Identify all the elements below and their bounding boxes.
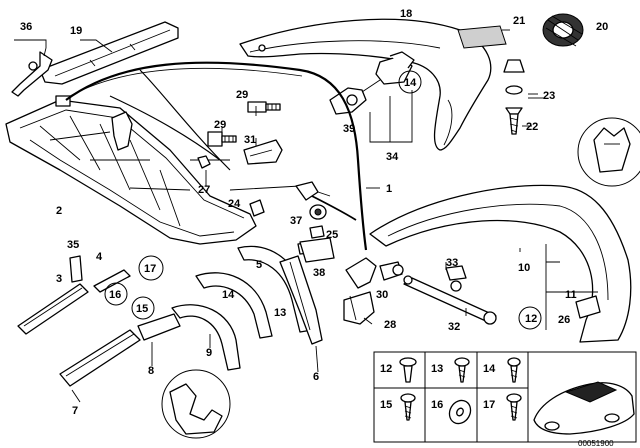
part-24-clip: [249, 199, 265, 217]
callout-37: 37: [290, 215, 302, 227]
callout-circle-14a: [398, 70, 422, 94]
part-18-hardtop-shell: [239, 18, 492, 151]
callout-22: 22: [526, 121, 538, 133]
part-32-shaft: [403, 275, 497, 325]
part-36-hinge-bracket: [11, 39, 53, 97]
part-10-side-rail: [369, 117, 640, 343]
legend-16: 16: [431, 399, 443, 411]
callout-13: 13: [274, 307, 286, 319]
callout-31: 31: [244, 134, 256, 146]
callout-36: 36: [20, 21, 32, 33]
part-38-bracket: [299, 237, 335, 263]
callout-9: 9: [206, 347, 212, 359]
screw-12-glyph: [399, 357, 417, 383]
part-1-tube-frame: [65, 61, 380, 251]
callout-12: 12: [525, 313, 537, 325]
callout-2: 2: [56, 205, 62, 217]
callout-16: 16: [109, 289, 121, 301]
callout-17: 17: [144, 263, 156, 275]
callout-23: 23: [543, 90, 555, 102]
part-31-bracket: [243, 139, 283, 165]
part-20-roll: [542, 13, 584, 47]
callout-39: 39: [343, 123, 355, 135]
screw-15-glyph: [400, 393, 416, 421]
part-16-moulding: [104, 282, 128, 306]
part-7-moulding: [59, 329, 141, 387]
detail-circle-seal: [577, 117, 640, 187]
callout-10: 10: [518, 262, 530, 274]
leader-lines: [71, 39, 544, 403]
callout-labels: 36 19 18 21 20 23 22 14 39 34 29 29 31 2…: [20, 8, 608, 417]
callout-35: 35: [67, 239, 79, 251]
legend-17: 17: [483, 399, 495, 411]
callout-8: 8: [148, 365, 154, 377]
part-35-clip: [69, 255, 83, 283]
legend-15: 15: [380, 399, 392, 411]
callout-5: 5: [256, 259, 262, 271]
detail-circle-rear: [161, 369, 231, 439]
part-4-moulding: [93, 269, 131, 293]
callout-27: 27: [198, 184, 210, 196]
callout-1: 1: [386, 183, 392, 195]
part-2-top-frame: [5, 95, 257, 245]
callout-7: 7: [72, 405, 78, 417]
callout-30: 30: [376, 289, 388, 301]
car-silhouette: [533, 381, 635, 435]
part-27-pin: [190, 155, 230, 186]
legend-13: 13: [431, 363, 443, 375]
part-37-stop: [309, 204, 327, 220]
screw-14-glyph: [507, 357, 521, 383]
callout-15: 15: [136, 303, 148, 315]
washer-16-glyph: [448, 399, 472, 425]
part-15-moulding: [131, 296, 155, 320]
part-29-bolt-lower: [207, 131, 237, 147]
diagram-code: 00051900: [578, 439, 614, 448]
part-33-nut: [445, 265, 467, 292]
fastener-legend: 12 13 14 15 16 17: [373, 351, 637, 443]
callout-24: 24: [228, 198, 241, 210]
callout-11: 11: [565, 289, 577, 301]
callout-29-upper: 29: [236, 89, 248, 101]
callout-20: 20: [596, 21, 608, 33]
part-29-bolt-upper: [247, 101, 281, 113]
part-30-bolt: [379, 261, 404, 281]
part-21-pad: [457, 25, 510, 49]
callout-21: 21: [513, 15, 525, 27]
callout-3: 3: [56, 273, 62, 285]
callout-6: 6: [313, 371, 319, 383]
part-14-arch: [195, 272, 273, 339]
callout-25: 25: [326, 229, 338, 241]
callout-19: 19: [70, 25, 82, 37]
callout-28: 28: [384, 319, 396, 331]
part-28-hinge: [343, 257, 377, 325]
callout-29-lower: 29: [214, 119, 226, 131]
callout-34: 34: [386, 151, 399, 163]
legend-14: 14: [483, 363, 496, 375]
callout-circle-12: [518, 306, 542, 330]
part-3-moulding: [17, 283, 89, 335]
screw-13-glyph: [454, 357, 470, 383]
callout-14-lower: 14: [222, 289, 235, 301]
part-8-moulding: [137, 313, 181, 341]
legend-12: 12: [380, 363, 392, 375]
part-5-strip: [279, 255, 323, 345]
callout-14-upper: 14: [404, 77, 417, 89]
callout-4: 4: [96, 251, 103, 263]
part-9-arch: [171, 304, 241, 371]
callout-32: 32: [448, 321, 460, 333]
part-22-screw: [505, 107, 523, 135]
screw-17-glyph: [506, 393, 522, 421]
part-23-grommet: [503, 59, 538, 95]
callout-26: 26: [558, 314, 570, 326]
part-34-latch: [329, 51, 415, 143]
callout-38: 38: [313, 267, 325, 279]
callout-18: 18: [400, 8, 412, 20]
part-19-trim-strip: [39, 21, 179, 85]
part-17-seal: [138, 255, 164, 281]
callout-33: 33: [446, 257, 458, 269]
